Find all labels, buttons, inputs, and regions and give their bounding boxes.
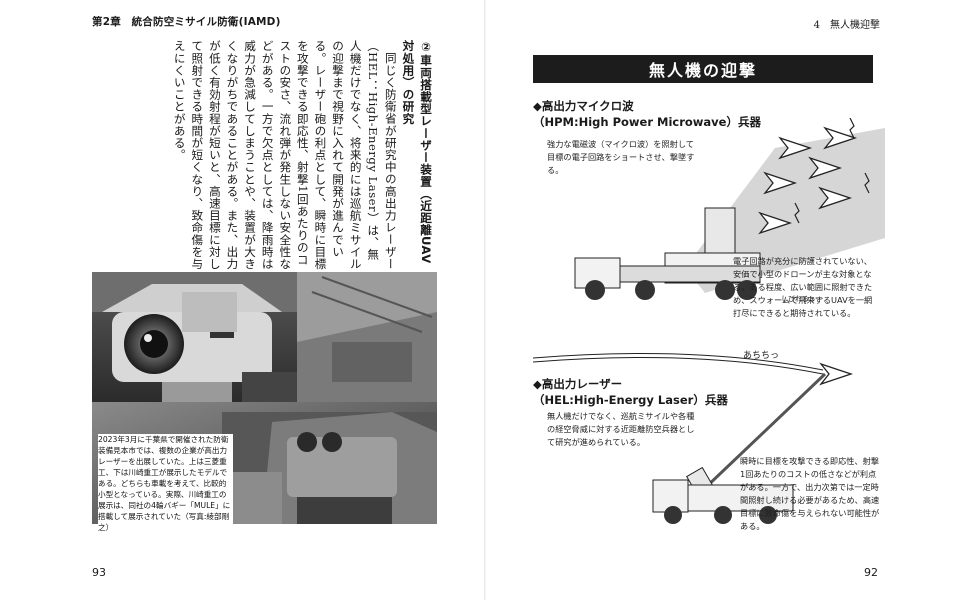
hpm-exclaim: しびれるぅ～: [781, 295, 823, 303]
section-banner: 無人機の迎撃: [533, 55, 873, 83]
spark-marks: [794, 118, 870, 224]
hel-exclaim: あちちっ: [743, 351, 780, 361]
body-paragraph: 同じく防衛省が研究中の高出力レーザー（HEL：High-Energy Laser…: [172, 40, 398, 270]
page-number-right: 92: [864, 566, 878, 579]
missile-trail: [533, 353, 824, 371]
hel-note: 瞬時に目標を攻撃できる即応性、射撃1回あたりのコストの低さなどが利点がある。一方…: [740, 456, 880, 531]
hpm-description: 強力な電磁波（マイクロ波）を照射して目標の電子回路をショートさせ、撃墜する。: [547, 139, 695, 175]
hpm-truck: [574, 207, 761, 300]
left-page: 第2章 統合防空ミサイル防衛(IAMD) ②車両搭載型レーザー装置（近距離UAV…: [92, 16, 437, 579]
laser-exhibit-photo: [92, 272, 437, 524]
hel-heading-line2: （HEL:High-Energy Laser）兵器: [533, 393, 728, 407]
hpm-heading-line1: ◆高出力マイクロ波: [533, 99, 634, 113]
vertical-body-text: ②車両搭載型レーザー装置（近距離UAV対処用）の研究 同じく防衛省が研究中の高出…: [92, 40, 434, 270]
hel-illustration: [533, 353, 854, 524]
right-page: 4 無人機迎撃 無人機の迎撃 ◆高出力マイクロ波 （HPM:High Power…: [485, 0, 970, 600]
hel-truck: [652, 466, 794, 524]
hpm-note: 電子回路が充分に防護されていない、安価で小型のドローンが主な対象となる。ある程度…: [733, 256, 873, 318]
photo-laser-exhibits: [92, 272, 437, 524]
hel-description: 無人機だけでなく、巡航ミサイルや各種の経空脅威に対する近距離防空兵器として研究が…: [547, 411, 695, 447]
laser-beam: [701, 372, 827, 492]
hpm-heading-line2: （HPM:High Power Microwave）兵器: [533, 115, 761, 129]
drone-swarm: [758, 126, 858, 235]
running-head-right: 4 無人機迎撃: [813, 20, 880, 31]
section-heading: ②車両搭載型レーザー装置（近距離UAV対処用）の研究: [401, 40, 433, 264]
running-head-left: 第2章 統合防空ミサイル防衛(IAMD): [92, 16, 281, 28]
photo-caption: 2023年3月に千葉県で開催された防衛装備見本市では、複数の企業が高出力レーザー…: [98, 434, 233, 533]
hpm-illustration: [574, 118, 885, 300]
hpm-heading: ◆高出力マイクロ波 （HPM:High Power Microwave）兵器: [533, 98, 761, 130]
hel-heading: ◆高出力レーザー （HEL:High-Energy Laser）兵器: [533, 376, 728, 408]
gutter: [484, 0, 486, 600]
hel-heading-line1: ◆高出力レーザー: [533, 377, 623, 391]
target-missile: [819, 362, 854, 386]
page-number-left: 93: [92, 566, 106, 579]
